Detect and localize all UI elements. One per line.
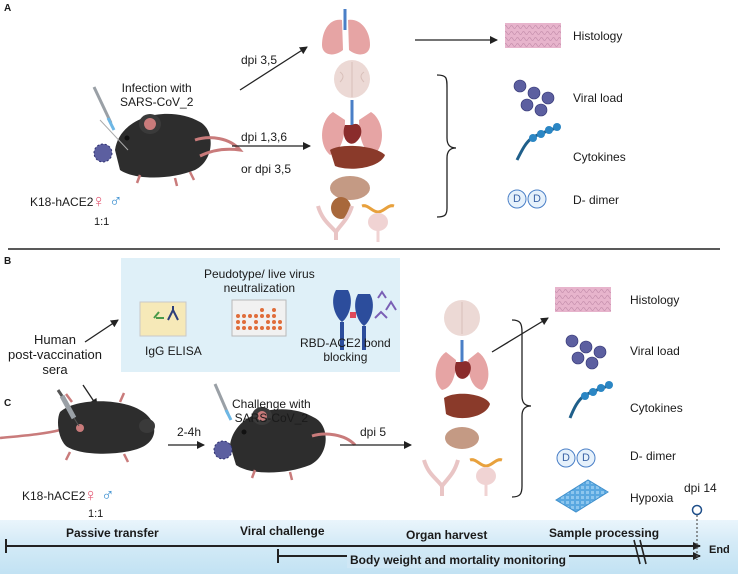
time-interval-label: 2-4h — [177, 425, 202, 439]
infection-label: Infection with SARS-CoV_2 — [120, 81, 194, 109]
challenge-label: Challenge with SARS-CoV_2 — [232, 397, 311, 425]
viral-load-c-icon — [565, 334, 607, 370]
lungs-icon — [322, 9, 370, 55]
dpi-top-label: dpi 3,5 — [241, 53, 278, 67]
igg-elisa-label: IgG ELISA — [145, 344, 202, 358]
d-dimer-a-icon — [507, 189, 547, 209]
female-symbol-c-icon: ♀ — [84, 485, 98, 505]
stage-passive-transfer: Passive transfer — [66, 526, 159, 540]
rbd-ace2-label: RBD-ACE2 bond blocking — [300, 336, 391, 364]
model-label-a: K18-hACE2 — [30, 195, 94, 209]
panel-label-c: C — [4, 398, 12, 409]
panel-label-a: A — [4, 3, 12, 14]
stage-viral-challenge: Viral challenge — [240, 524, 325, 538]
pipette-a-icon — [92, 86, 129, 151]
readout-a-cytokines: Cytokines — [573, 150, 626, 164]
brain-icon — [334, 60, 370, 98]
model-label-c: K18-hACE2 — [22, 489, 86, 503]
female-symbol-a-icon: ♀ — [92, 191, 106, 211]
d-dimer-a-letter-2: D — [533, 193, 541, 205]
viral-load-a-icon — [513, 79, 555, 117]
stage-sample-processing: Sample processing — [549, 526, 660, 540]
d-dimer-c-icon — [556, 448, 596, 468]
arrow-to-histology-c — [491, 317, 549, 353]
d-dimer-c-letter-1: D — [562, 452, 570, 464]
readout-c-hypoxia: Hypoxia — [630, 491, 674, 505]
male-symbol-a-icon: ♂ — [109, 191, 123, 211]
end-marker-dot — [691, 504, 703, 516]
heart-lungs-icon — [322, 100, 382, 155]
readout-c-cytokines: Cytokines — [630, 401, 683, 415]
human-sera-label: Human post-vaccination sera — [8, 332, 102, 377]
virus-c-icon — [214, 441, 232, 459]
dpi-mid-label: dpi 1,3,6 — [241, 130, 288, 144]
readout-c-histology: Histology — [630, 293, 680, 307]
dpi-5-label: dpi 5 — [360, 425, 387, 439]
brain-c-icon — [444, 300, 480, 336]
rbd-ace2-icon — [333, 290, 397, 350]
readout-a-histology: Histology — [573, 29, 623, 43]
cytokines-a-icon — [515, 123, 561, 161]
hypoxia-chip-icon — [555, 479, 609, 513]
panel-label-b: B — [4, 256, 12, 267]
end-label: End — [709, 544, 730, 556]
d-dimer-c-letter-2: D — [582, 452, 590, 464]
readout-c-viral-load: Viral load — [630, 344, 680, 358]
syringe-icon — [56, 389, 80, 427]
ratio-c-label: 1:1 — [88, 508, 104, 520]
mouse-c-lying-icon — [0, 392, 155, 463]
liver-c-icon — [444, 393, 490, 449]
monitoring-label: Body weight and mortality monitoring — [347, 553, 569, 568]
reproductive-c-icon — [422, 458, 503, 496]
pipette-c-icon — [213, 383, 233, 421]
reproductive-icon — [316, 204, 395, 242]
ratio-a-label: 1:1 — [94, 216, 110, 228]
readout-c-d-dimer: D- dimer — [630, 449, 677, 463]
dpi-mid2-label: or dpi 3,5 — [241, 162, 292, 176]
readout-a-viral-load: Viral load — [573, 91, 623, 105]
virus-a-icon — [93, 143, 113, 163]
neutralization-plate-icon — [231, 299, 287, 337]
cytokines-c-icon — [568, 381, 613, 419]
d-dimer-a-letter-1: D — [513, 193, 521, 205]
brace-a — [436, 74, 457, 218]
arrow-sera-to-assays — [84, 319, 119, 343]
liver-icon — [330, 145, 385, 219]
male-symbol-c-icon: ♂ — [101, 485, 115, 505]
neutralization-label: Peudotype/ live virus neutralization — [204, 267, 315, 295]
elisa-well-icon — [139, 301, 187, 337]
mouse-c-standing-icon — [230, 407, 357, 481]
stage-organ-harvest: Organ harvest — [406, 528, 488, 542]
heart-lungs-c-icon — [435, 340, 489, 390]
mouse-a-icon — [115, 113, 244, 187]
dpi-14-label: dpi 14 — [684, 481, 717, 495]
brace-c — [511, 319, 532, 498]
arrow-to-lungs — [239, 46, 308, 91]
timeline-break-icon — [633, 539, 647, 565]
readout-a-d-dimer: D- dimer — [573, 193, 620, 207]
